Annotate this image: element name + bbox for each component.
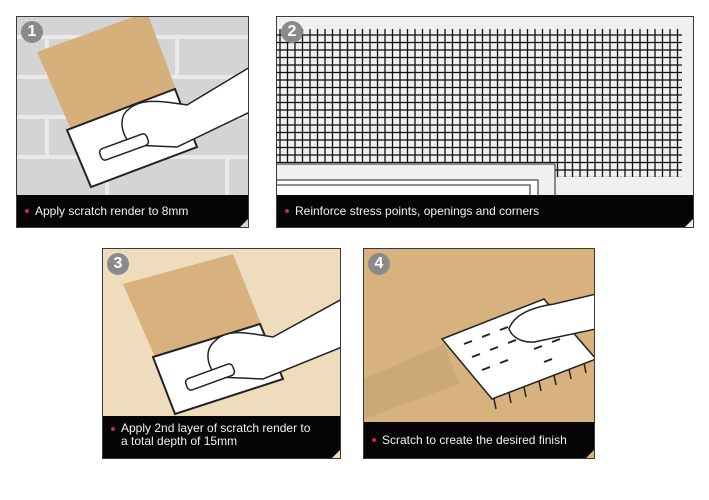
caption-text: Apply scratch render to 8mm — [35, 203, 189, 218]
step-1-caption: Apply scratch render to 8mm — [17, 195, 248, 227]
step-number-badge: 2 — [281, 21, 303, 43]
step-4-panel: 4 Scratch to create the desired finish — [363, 248, 595, 459]
trowel-on-brick-wall-illustration — [17, 17, 248, 197]
reinforcement-mesh-illustration — [277, 29, 682, 197]
step-2-panel: 2 Reinforce stress points, openings and … — [276, 16, 694, 228]
second-layer-trowel-illustration — [123, 254, 340, 416]
step-number-badge: 1 — [21, 21, 43, 43]
step-3-panel: 3 Apply 2nd layer of scratch render to a… — [102, 248, 341, 459]
caption-text: Reinforce stress points, openings and co… — [295, 203, 540, 218]
caption-text: Scratch to create the desired finish — [382, 432, 567, 447]
scratch-comb-illustration — [364, 293, 594, 419]
step-2-caption: Reinforce stress points, openings and co… — [277, 195, 693, 227]
step-1-panel: 1 Apply scratch render to 8mm — [16, 16, 249, 228]
bullet-icon — [25, 209, 29, 213]
step-number-badge: 3 — [107, 253, 129, 275]
caption-line-1: Apply 2nd layer of scratch render to — [121, 421, 311, 435]
bullet-icon — [111, 427, 115, 431]
step-3-caption: Apply 2nd layer of scratch render to a t… — [103, 416, 340, 458]
caption-line-2: a total depth of 15mm — [121, 434, 238, 448]
bullet-icon — [372, 438, 376, 442]
step-4-caption: Scratch to create the desired finish — [364, 422, 594, 458]
step-number-badge: 4 — [368, 253, 390, 275]
bullet-icon — [285, 209, 289, 213]
